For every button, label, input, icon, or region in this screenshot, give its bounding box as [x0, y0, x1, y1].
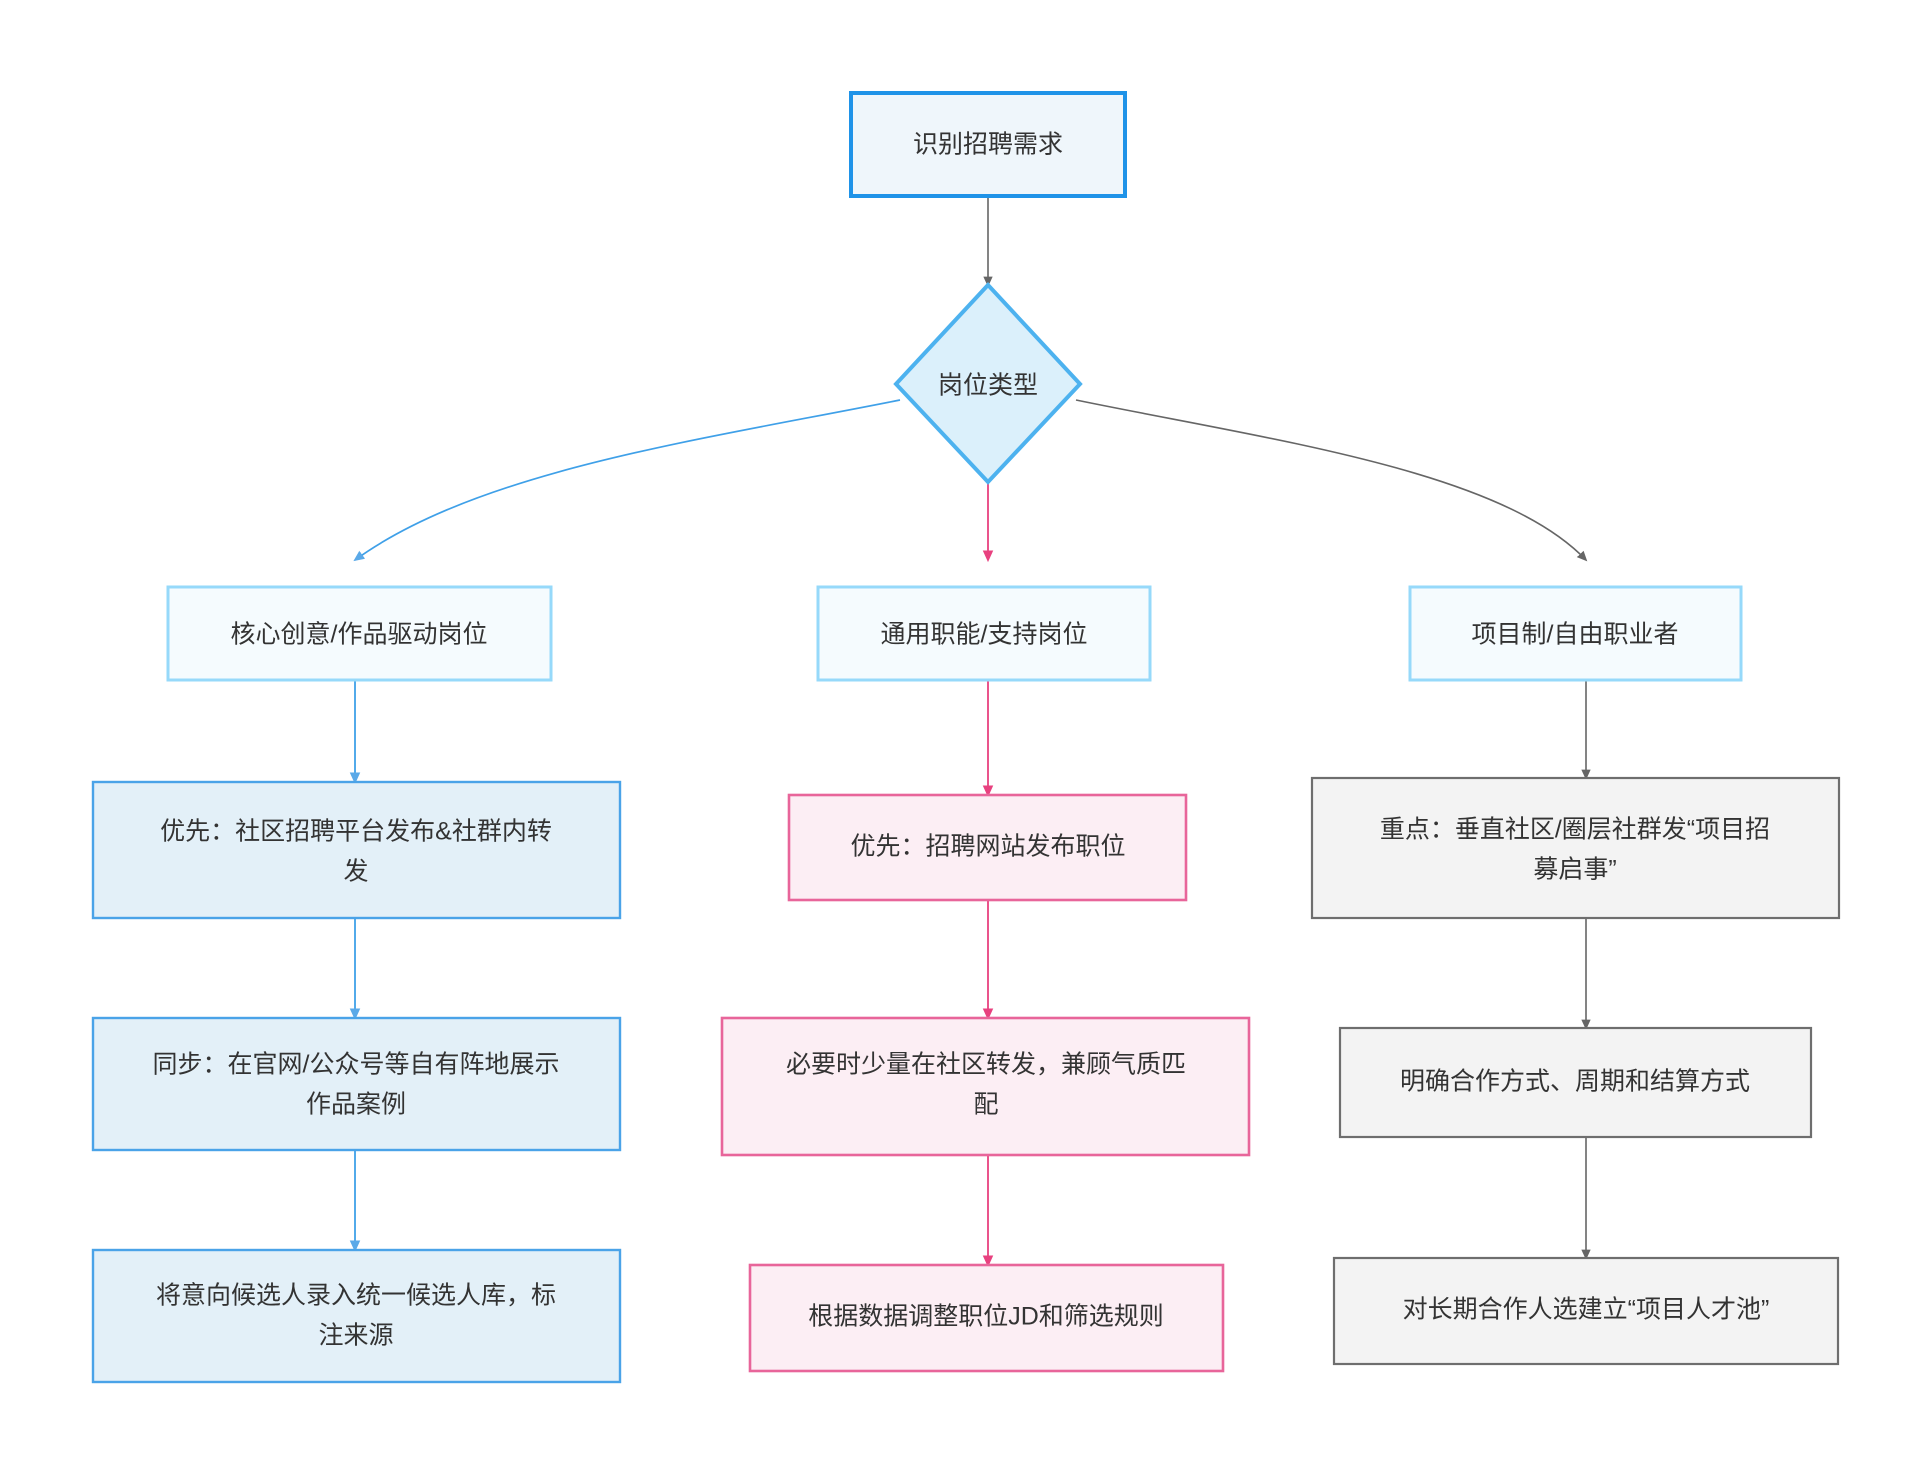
node-left-step-2-line2: 作品案例 [306, 1091, 406, 1119]
node-branch-left-label: 核心创意/作品驱动岗位 [231, 621, 488, 649]
node-decision-shape [893, 282, 1083, 485]
node-left-step-2-line1: 同步：在官网/公众号等自有阵地展示 [153, 1051, 560, 1079]
edge-layer [349, 196, 1591, 1268]
node-mid-step-3[interactable]: 根据数据调整职位JD和筛选规则 [748, 1263, 1225, 1373]
node-mid-step-3-shape [748, 1263, 1225, 1373]
node-left-step-1-shape [91, 780, 622, 920]
node-start-shape [849, 91, 1127, 198]
node-left-step-1-line2: 发 [343, 858, 368, 886]
node-mid-step-2-line1: 必要时少量在社区转发，兼顾气质匹 [786, 1051, 1186, 1079]
node-mid-step-2-line2: 配 [973, 1091, 998, 1119]
node-right-step-2-shape [1338, 1026, 1813, 1139]
node-mid-step-1-shape [787, 793, 1188, 902]
node-mid-step-2-shape [720, 1016, 1251, 1157]
node-right-step-3-line1: 对长期合作人选建立“项目人才池” [1403, 1296, 1770, 1324]
node-left-step-1-line1: 优先：社区招聘平台发布&社群内转 [160, 818, 552, 846]
node-right-step-1[interactable]: 重点：垂直社区/圈层社群发“项目招 募启事” [1310, 776, 1841, 920]
edge-decision-to-branch-right [1075, 399, 1588, 562]
node-right-step-3-shape [1332, 1256, 1840, 1366]
node-start[interactable]: 识别招聘需求 [849, 91, 1127, 198]
node-left-step-3[interactable]: 将意向候选人录入统一候选人库，标 注来源 [91, 1248, 622, 1384]
node-branch-right-label: 项目制/自由职业者 [1472, 621, 1679, 649]
node-branch-mid[interactable]: 通用职能/支持岗位 [816, 585, 1152, 682]
edge-decision-to-branch-left [353, 399, 901, 562]
node-branch-left[interactable]: 核心创意/作品驱动岗位 [166, 585, 553, 682]
node-mid-step-2[interactable]: 必要时少量在社区转发，兼顾气质匹 配 [720, 1016, 1251, 1157]
node-right-step-1-line1: 重点：垂直社区/圈层社群发“项目招 [1380, 816, 1770, 844]
node-left-step-1[interactable]: 优先：社区招聘平台发布&社群内转 发 [91, 780, 622, 920]
node-branch-right[interactable]: 项目制/自由职业者 [1408, 585, 1743, 682]
node-right-step-2[interactable]: 明确合作方式、周期和结算方式 [1338, 1026, 1813, 1139]
node-branch-right-shape [1408, 585, 1743, 682]
node-mid-step-1-line1: 优先：招聘网站发布职位 [850, 833, 1125, 861]
node-branch-mid-shape [816, 585, 1152, 682]
node-branch-left-shape [166, 585, 553, 682]
node-left-step-2-shape [91, 1016, 622, 1152]
node-right-step-2-line1: 明确合作方式、周期和结算方式 [1400, 1068, 1750, 1096]
node-right-step-1-line2: 募启事” [1533, 856, 1616, 884]
node-right-step-3[interactable]: 对长期合作人选建立“项目人才池” [1332, 1256, 1840, 1366]
node-decision[interactable]: 岗位类型 [893, 282, 1083, 485]
node-mid-step-1[interactable]: 优先：招聘网站发布职位 [787, 793, 1188, 902]
node-left-step-3-line2: 注来源 [318, 1322, 393, 1350]
node-mid-step-3-line1: 根据数据调整职位JD和筛选规则 [808, 1303, 1164, 1331]
node-left-step-3-shape [91, 1248, 622, 1384]
node-branch-mid-label: 通用职能/支持岗位 [881, 621, 1088, 649]
node-start-label: 识别招聘需求 [913, 131, 1063, 159]
node-decision-label: 岗位类型 [938, 372, 1038, 400]
node-right-step-1-shape [1310, 776, 1841, 920]
node-left-step-2[interactable]: 同步：在官网/公众号等自有阵地展示 作品案例 [91, 1016, 622, 1152]
node-left-step-3-line1: 将意向候选人录入统一候选人库，标 [156, 1282, 556, 1310]
